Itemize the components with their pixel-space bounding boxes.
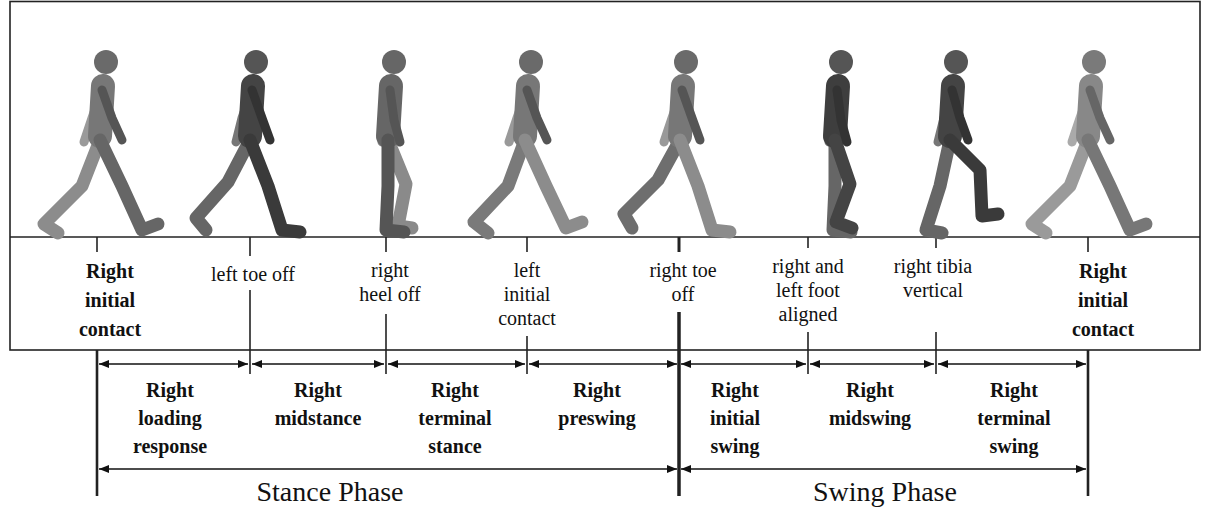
label-slot: Right terminal swing [964, 376, 1064, 460]
phase-label: Right preswing [547, 376, 647, 432]
event-label: right toe off [637, 258, 729, 306]
phase-label: Right midstance [262, 376, 374, 432]
label-slot: right toe off [637, 258, 729, 306]
label-slot: Right midstance [262, 376, 374, 432]
label-slot: Right initial swing [693, 376, 777, 460]
label-slot: left initial contact [490, 258, 564, 330]
label-slot: Right initial contact [1053, 257, 1153, 344]
event-ticks [97, 237, 1088, 256]
phase-label: Right terminal swing [964, 376, 1064, 460]
phase-title: Swing Phase [685, 476, 1085, 508]
label-slot: Right terminal stance [405, 376, 505, 460]
phase-title: Stance Phase [130, 476, 530, 508]
phase-label: Right terminal stance [405, 376, 505, 460]
walking-figures [44, 50, 1146, 233]
event-label: right tibia vertical [892, 254, 974, 302]
phase-label: Right midswing [818, 376, 922, 432]
event-label: Right initial contact [1053, 257, 1153, 344]
label-slot: left toe off [178, 262, 328, 286]
event-label: right heel off [352, 258, 428, 306]
phase-arrows [99, 364, 1086, 469]
event-label: left toe off [178, 262, 328, 286]
phase-label: Right loading response [120, 376, 220, 460]
phase-label: Right initial swing [693, 376, 777, 460]
baseline [10, 236, 1200, 238]
label-slot: right tibia vertical [892, 254, 974, 302]
label-slot: Stance Phase [130, 476, 530, 508]
leader-lines [97, 290, 1088, 496]
event-label: Right initial contact [60, 257, 160, 344]
label-slot: Right midswing [818, 376, 922, 432]
label-slot: right and left foot aligned [762, 254, 854, 326]
label-slot: right heel off [352, 258, 428, 306]
event-label: left initial contact [490, 258, 564, 330]
event-label: right and left foot aligned [762, 254, 854, 326]
label-slot: Swing Phase [685, 476, 1085, 508]
frame [10, 2, 1200, 351]
label-slot: Right preswing [547, 376, 647, 432]
label-slot: Right loading response [120, 376, 220, 460]
label-slot: Right initial contact [60, 257, 160, 344]
